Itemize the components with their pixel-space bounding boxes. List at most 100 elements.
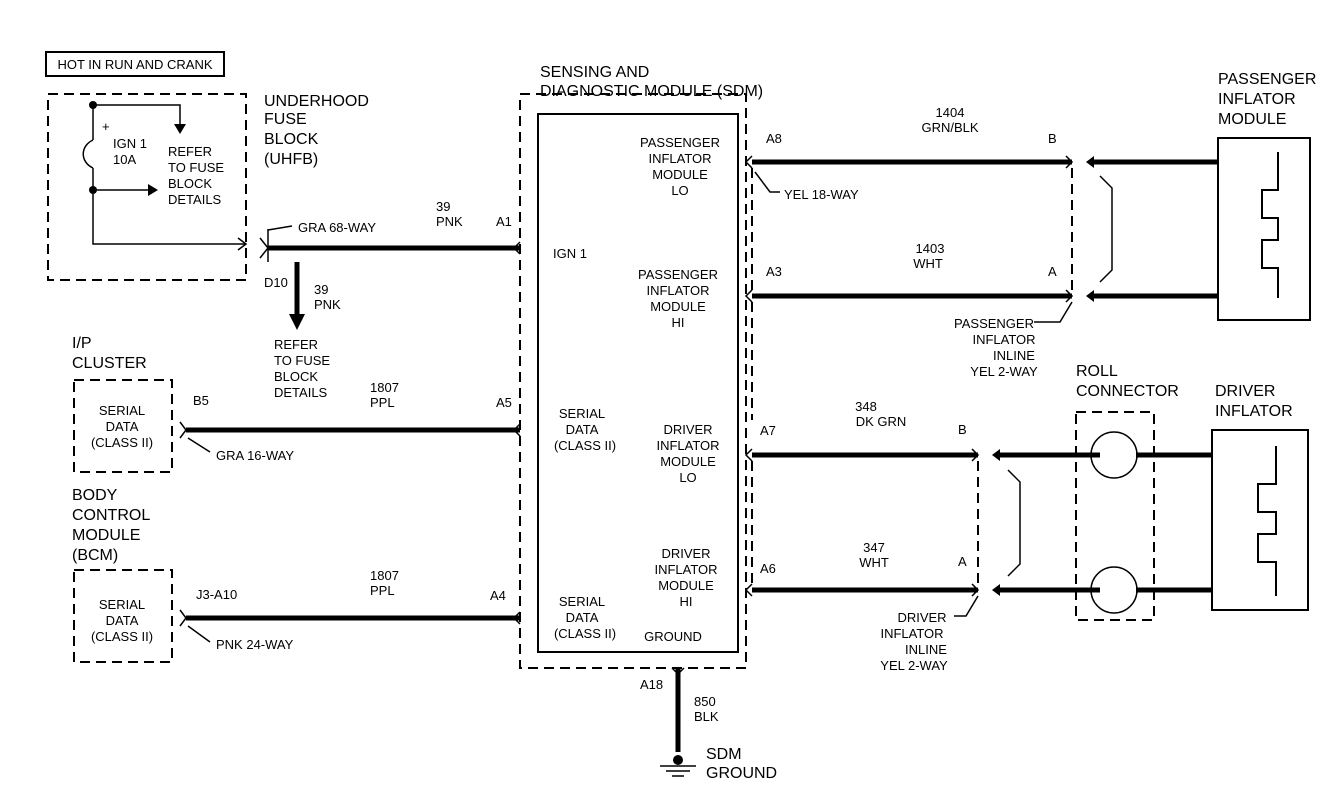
- svg-text:(CLASS II): (CLASS II): [91, 629, 153, 644]
- svg-text:HI: HI: [680, 594, 693, 609]
- power-label: HOT IN RUN AND CRANK: [57, 57, 212, 72]
- svg-text:INFLATOR: INFLATOR: [1215, 403, 1293, 420]
- refer-arrow-icon: [174, 124, 186, 134]
- svg-text:PASSENGER: PASSENGER: [638, 267, 718, 282]
- fuse-block-title-2: FUSE: [264, 111, 307, 128]
- arrow-down-icon: [289, 314, 305, 330]
- svg-text:SDM: SDM: [706, 746, 742, 763]
- svg-text:A18: A18: [640, 677, 663, 692]
- fuse-block-title-4: (UHFB): [264, 151, 318, 168]
- svg-text:DETAILS: DETAILS: [274, 385, 328, 400]
- driver-inflator-box: [1211, 429, 1309, 611]
- svg-text:GROUND: GROUND: [706, 765, 777, 782]
- svg-text:PASSENGER: PASSENGER: [640, 135, 720, 150]
- svg-text:+: +: [102, 119, 110, 134]
- power-label-box: HOT IN RUN AND CRANK: [45, 51, 225, 77]
- svg-text:YEL 2-WAY: YEL 2-WAY: [970, 364, 1038, 379]
- svg-text:TO FUSE: TO FUSE: [168, 160, 224, 175]
- pass-hi-arrow-icon: [1086, 290, 1094, 302]
- svg-text:(CLASS II): (CLASS II): [91, 435, 153, 450]
- pass-lo-arrow-icon: [1086, 156, 1094, 168]
- svg-text:DATA: DATA: [566, 610, 599, 625]
- svg-text:WHT: WHT: [913, 256, 943, 271]
- ip-cluster: I/P CLUSTER SERIAL DATA (CLASS II) B5 GR…: [72, 335, 520, 473]
- svg-text:DATA: DATA: [566, 422, 599, 437]
- svg-text:DRIVER: DRIVER: [663, 422, 712, 437]
- svg-text:A3: A3: [766, 264, 782, 279]
- gra68-pin: D10: [264, 275, 288, 290]
- svg-text:GROUND: GROUND: [644, 629, 702, 644]
- svg-text:BLOCK: BLOCK: [168, 176, 212, 191]
- svg-text:A: A: [1048, 264, 1057, 279]
- connector-chevron-icon: [237, 237, 248, 251]
- svg-text:GRN/BLK: GRN/BLK: [921, 120, 978, 135]
- sdm-module: SENSING AND DIAGNOSTIC MODULE (SDM) IGN …: [512, 64, 763, 669]
- svg-text:BLK: BLK: [694, 709, 719, 724]
- svg-text:A4: A4: [490, 588, 506, 603]
- drv-lo-arrow-icon: [992, 449, 1000, 461]
- svg-text:MODULE: MODULE: [1218, 111, 1286, 128]
- svg-text:INFLATOR: INFLATOR: [648, 151, 711, 166]
- svg-text:PASSENGER: PASSENGER: [1218, 71, 1316, 88]
- svg-text:SERIAL: SERIAL: [559, 594, 605, 609]
- gra68-label: GRA 68-WAY: [298, 220, 376, 235]
- svg-text:A7: A7: [760, 423, 776, 438]
- svg-text:CONTROL: CONTROL: [72, 507, 150, 524]
- svg-text:PPL: PPL: [370, 583, 395, 598]
- svg-text:MODULE: MODULE: [72, 527, 140, 544]
- svg-text:1807: 1807: [370, 568, 399, 583]
- svg-text:A1: A1: [496, 214, 512, 229]
- svg-text:PPL: PPL: [370, 395, 395, 410]
- svg-text:B: B: [958, 422, 967, 437]
- svg-text:INLINE: INLINE: [905, 642, 947, 657]
- roll-coil-icon: [1113, 431, 1138, 479]
- svg-text:MODULE: MODULE: [652, 167, 708, 182]
- sdm-ground-circuit: A18 850 BLK SDM GROUND: [640, 667, 777, 782]
- svg-text:PASSENGER: PASSENGER: [954, 316, 1034, 331]
- passenger-circuit: A8 A3 YEL 18-WAY 1404 GRN/BLK B 1403 WHT…: [744, 71, 1316, 420]
- svg-text:DRIVER: DRIVER: [897, 610, 946, 625]
- driver-squib-icon: [1257, 446, 1277, 596]
- svg-text:BODY: BODY: [72, 487, 118, 504]
- svg-text:BLOCK: BLOCK: [274, 369, 318, 384]
- svg-text:INFLATOR: INFLATOR: [880, 626, 943, 641]
- svg-text:CLUSTER: CLUSTER: [72, 355, 147, 372]
- svg-text:B5: B5: [193, 393, 209, 408]
- svg-text:1403: 1403: [916, 241, 945, 256]
- svg-text:SERIAL: SERIAL: [99, 597, 145, 612]
- svg-text:ROLL: ROLL: [1076, 363, 1118, 380]
- svg-text:DRIVER: DRIVER: [1215, 383, 1275, 400]
- svg-text:A8: A8: [766, 131, 782, 146]
- svg-text:LO: LO: [671, 183, 688, 198]
- svg-text:(CLASS II): (CLASS II): [554, 626, 616, 641]
- pnk24-connector-icon: [179, 609, 187, 627]
- svg-text:DK GRN: DK GRN: [856, 414, 907, 429]
- svg-text:INFLATOR: INFLATOR: [972, 332, 1035, 347]
- svg-text:YEL 2-WAY: YEL 2-WAY: [880, 658, 948, 673]
- roll-connector-box: [1075, 411, 1155, 621]
- sdm-inner-box: [537, 113, 739, 653]
- svg-text:WHT: WHT: [859, 555, 889, 570]
- ground-symbol-icon: [660, 755, 696, 777]
- svg-text:YEL 18-WAY: YEL 18-WAY: [784, 187, 859, 202]
- svg-text:39: 39: [436, 199, 450, 214]
- drv-hi-arrow-icon: [992, 584, 1000, 596]
- gra16-connector-icon: [179, 421, 187, 439]
- svg-text:GRA 16-WAY: GRA 16-WAY: [216, 448, 294, 463]
- svg-text:DRIVER: DRIVER: [661, 546, 710, 561]
- svg-text:DETAILS: DETAILS: [168, 192, 222, 207]
- svg-text:A5: A5: [496, 395, 512, 410]
- svg-text:SENSING AND: SENSING AND: [540, 64, 649, 81]
- svg-text:LO: LO: [679, 470, 696, 485]
- svg-text:CONNECTOR: CONNECTOR: [1076, 383, 1179, 400]
- svg-text:HI: HI: [672, 315, 685, 330]
- arrow-right-icon: [148, 184, 158, 196]
- svg-text:DATA: DATA: [106, 419, 139, 434]
- fuse-name: IGN 1: [113, 136, 147, 151]
- fuse-rating: 10A: [113, 152, 136, 167]
- svg-text:MODULE: MODULE: [660, 454, 716, 469]
- svg-text:INLINE: INLINE: [993, 348, 1035, 363]
- passenger-squib-icon: [1261, 152, 1279, 298]
- svg-text:INFLATOR: INFLATOR: [1218, 91, 1296, 108]
